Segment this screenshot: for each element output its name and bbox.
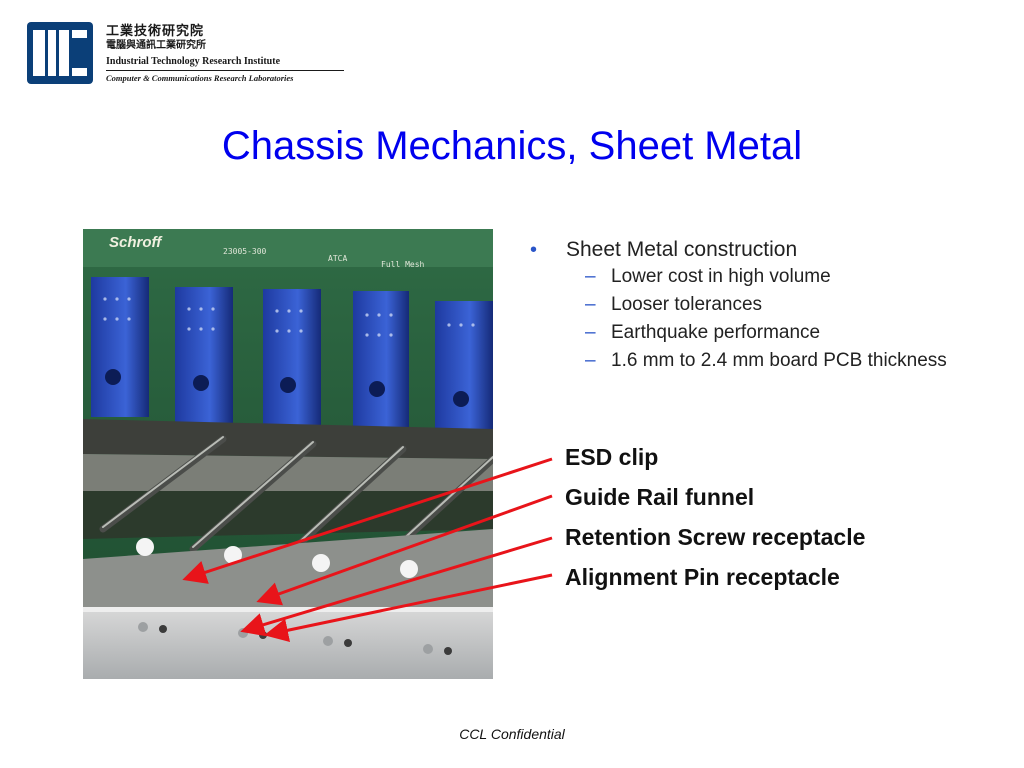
division-name-english: Computer & Communications Research Labor… [106, 73, 294, 83]
dash-icon: – [585, 294, 596, 315]
photo-label-atca: ATCA [328, 254, 347, 263]
bullet-list: • Sheet Metal construction –Lower cost i… [530, 236, 1000, 378]
chassis-photo: Schroff 23005-300 ATCA Full Mesh [83, 229, 493, 679]
org-name-english: Industrial Technology Research Institute [106, 56, 281, 67]
itri-logo-icon [27, 22, 93, 84]
bullet-main: • Sheet Metal construction [530, 236, 1000, 264]
callout-guide-rail-funnel: Guide Rail funnel [565, 484, 755, 510]
callout-esd-clip: ESD clip [565, 444, 659, 470]
sub-bullet-item: –Lower cost in high volume [585, 266, 831, 287]
callout-list: ESD clip Guide Rail funnel Retention Scr… [565, 442, 985, 602]
org-name-chinese: 工業技術研究院 [106, 24, 205, 39]
bullet-dot-icon: • [530, 239, 538, 261]
logo-divider [106, 70, 344, 71]
sub-bullet-item: –Looser tolerances [585, 294, 763, 315]
dash-icon: – [585, 266, 596, 287]
division-name-chinese: 電腦與通訊工業研究所 [106, 40, 206, 51]
sub-bullet-item: –1.6 mm to 2.4 mm board PCB thickness [585, 350, 947, 371]
bottom-sheet-metal [83, 529, 493, 679]
sub-bullet-list: –Lower cost in high volume –Looser toler… [530, 266, 1000, 372]
bullet-main-text: Sheet Metal construction [566, 238, 798, 261]
photo-brand-text: Schroff [109, 234, 163, 251]
backplane-connectors [91, 277, 493, 443]
organization-logo-text: 工業技術研究院 電腦與通訊工業研究所 Industrial Technology… [106, 24, 346, 83]
callout-alignment-pin: Alignment Pin receptacle [565, 564, 840, 590]
dash-icon: – [585, 350, 596, 371]
photo-model-text: 23005-300 [223, 247, 267, 256]
sub-bullet-item: –Earthquake performance [585, 322, 821, 343]
callout-retention-screw: Retention Screw receptacle [565, 524, 866, 550]
slide-title: Chassis Mechanics, Sheet Metal [221, 124, 803, 168]
photo-label-mesh: Full Mesh [381, 260, 425, 269]
footer-confidential: CCL Confidential [459, 726, 565, 742]
dash-icon: – [585, 322, 596, 343]
